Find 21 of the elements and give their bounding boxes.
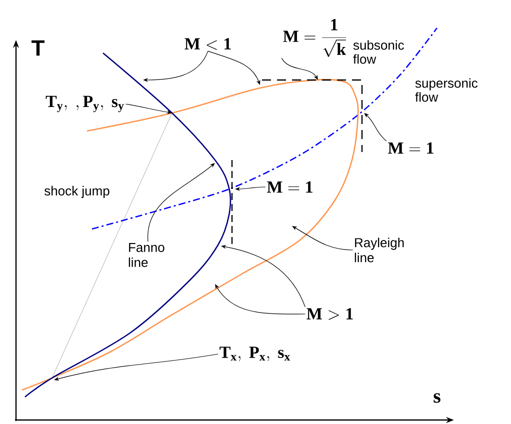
leader-line bbox=[364, 113, 387, 142]
text-label: subsonic flow bbox=[353, 40, 404, 64]
text-label: supersonic flow bbox=[415, 78, 478, 102]
leader-line bbox=[148, 163, 215, 242]
leader-line bbox=[292, 226, 354, 250]
math-label: $\mathbf{M = \frac{1}{\sqrt{k}}}$ bbox=[283, 19, 346, 57]
leader-line bbox=[54, 354, 218, 381]
leader-line bbox=[281, 58, 318, 80]
math-label: $\mathbf{T_x,\ P_x,\ s_x}$ bbox=[220, 346, 290, 362]
math-label: $\mathbf{M < 1}$ bbox=[184, 38, 231, 50]
math-label: $\mathbf{M = 1}$ bbox=[388, 142, 434, 154]
math-label: $\mathbf{M = 1}$ bbox=[267, 181, 312, 193]
leader-line bbox=[208, 50, 260, 85]
curve-label: Rayleigh line bbox=[354, 238, 404, 262]
text-label: shock jump bbox=[44, 186, 110, 198]
axis-label: s bbox=[434, 393, 440, 403]
axis-label: T bbox=[32, 40, 44, 56]
math-label: $\mathbf{T_y,\ ,P_y,\ s_y}$ bbox=[46, 96, 124, 112]
leader-line bbox=[215, 284, 306, 314]
curve-label: Fanno line bbox=[128, 242, 164, 268]
math-label: $\mathbf{M > 1}$ bbox=[306, 308, 353, 320]
